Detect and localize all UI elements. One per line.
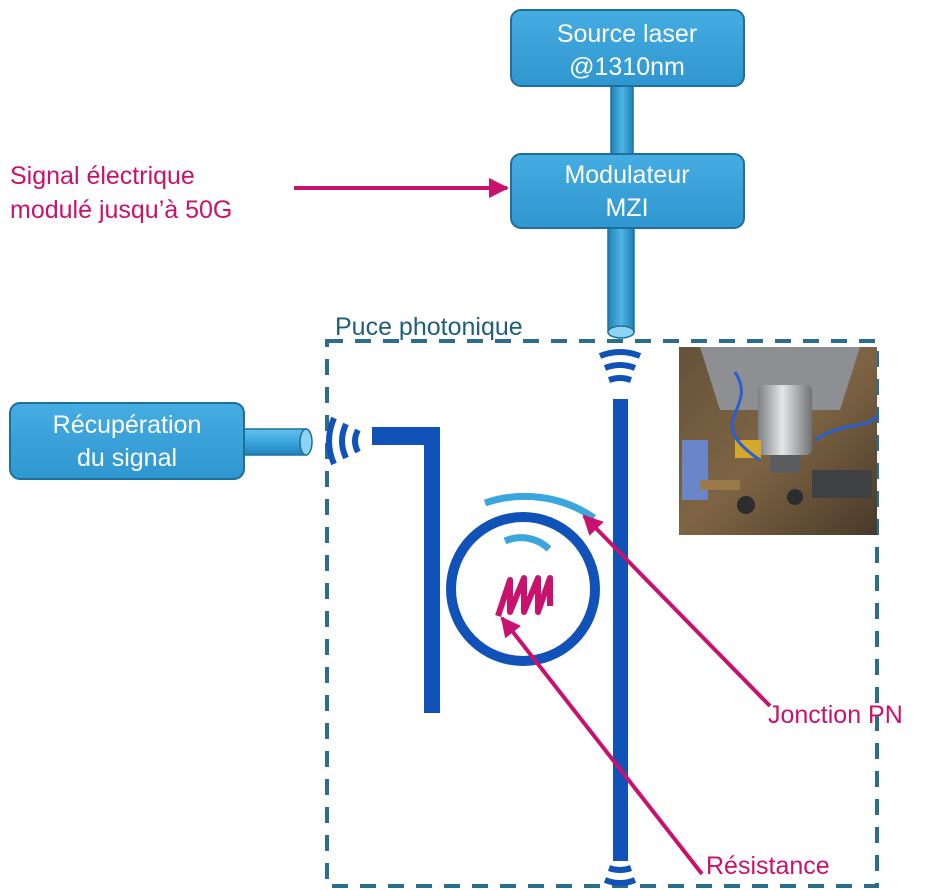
bus-waveguide	[613, 399, 628, 861]
setup-photo	[679, 347, 879, 535]
photonic-chip-border	[325, 339, 879, 888]
laser-source-line1: Source laser	[557, 20, 697, 48]
modulator-line2: MZI	[605, 194, 648, 222]
electrical-signal-line2: modulé jusqu’à 50G	[10, 196, 232, 224]
drop-waveguide-vertical	[424, 427, 440, 713]
resistance-label: Résistance	[706, 852, 830, 880]
electrical-signal-line1: Signal électrique	[10, 162, 195, 190]
drop-waveguide-horizontal	[372, 427, 438, 445]
resistance-arrow	[500, 616, 704, 876]
photonic-chip-label: Puce photonique	[335, 313, 523, 341]
pn-junction-label: Jonction PN	[768, 701, 903, 729]
heater-resistance	[495, 575, 553, 617]
fiber-modulator-to-chip	[607, 225, 635, 339]
modulator-box: Modulateur MZI	[510, 153, 745, 229]
modulator-line1: Modulateur	[564, 161, 689, 189]
pn-junction-inner-arc	[503, 534, 552, 552]
grating-coupler-bottom	[603, 865, 637, 886]
fiber-receiver-output	[243, 428, 313, 456]
electrical-signal-annotation: Signal électrique modulé jusqu’à 50G	[10, 162, 509, 224]
ring-resonator	[446, 512, 600, 666]
receiver-box: Récupération du signal	[9, 402, 245, 480]
grating-coupler-left	[326, 416, 361, 466]
pn-junction-outer-arc	[483, 492, 596, 521]
grating-coupler-top	[598, 349, 642, 383]
receiver-line2: du signal	[77, 444, 177, 472]
laser-source-line2: @1310nm	[569, 53, 685, 81]
laser-source-box: Source laser @1310nm	[510, 9, 745, 87]
receiver-line1: Récupération	[53, 411, 202, 439]
fiber-laser-to-modulator	[610, 85, 634, 159]
pn-junction-arrow	[582, 514, 772, 708]
